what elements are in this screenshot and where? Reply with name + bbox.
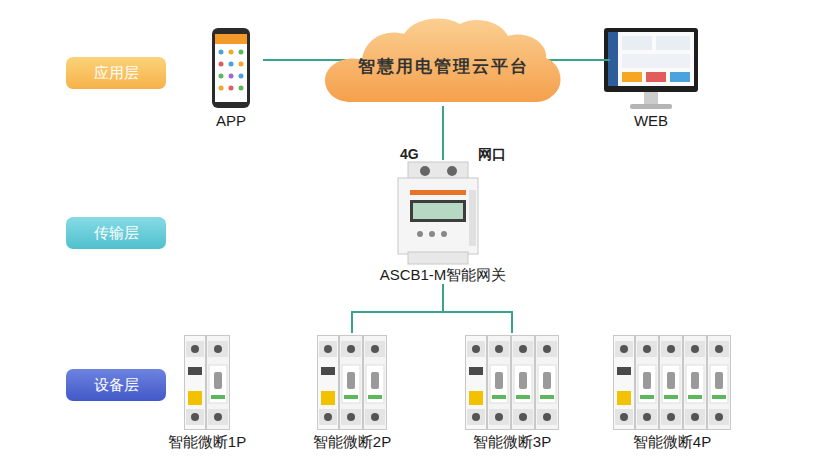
app-icon [239,74,244,79]
picture-space [199,26,263,112]
picture-space [610,333,734,433]
breaker-pole [708,336,731,430]
smart-module [185,336,206,430]
breaker-node: 智能微断4P [610,333,734,451]
picture-space [290,333,414,433]
breaker-pole [364,336,387,430]
breaker-pole [488,336,511,430]
phone-screen [215,34,247,102]
smart-module [466,336,487,430]
app-icon [229,86,234,91]
screen-panel [622,72,642,82]
screen-panel [622,36,652,50]
device-name: ASCB1-M智能网关 [363,266,523,284]
brand-strip [410,190,466,195]
gateway-body [398,178,478,254]
breaker-4p-picture [614,336,731,430]
display-frame [410,200,466,222]
breaker-pole [512,336,535,430]
monitor-screen [608,32,694,86]
breaker-2p-picture [318,336,387,430]
monitor-base [630,104,672,109]
picture-space [145,333,269,433]
app-icon [219,50,224,55]
device-name: 智能微断2P [290,433,414,451]
terminal-screw [447,166,457,176]
breaker-node: 智能微断2P [290,333,414,451]
app-icon [239,62,244,67]
web-node: WEB [601,26,701,130]
layer-name: 传输层 [94,224,139,242]
picture-space [363,160,523,266]
screen-panel [646,72,666,82]
terminal-block [408,252,468,264]
cloud-shape [325,19,561,102]
screen-panel [670,72,690,82]
breaker-pole [536,336,559,430]
display-screen [413,203,463,219]
picture-space [450,333,574,433]
side-rail [469,190,476,246]
smart-module [614,336,635,430]
screen-panel [622,54,690,68]
breaker-node: 智能微断1P [145,333,269,451]
port-label: 4G [400,146,419,162]
device-name: 智能微断3P [450,433,574,451]
phone-picture [212,28,250,108]
layer-pill: 应用层 [66,57,166,89]
cloud-platform: 智慧用电管理云平台 [322,14,564,106]
layer-name: 应用层 [94,64,139,82]
layer-name: 设备层 [94,376,139,394]
button [417,231,423,237]
gateway-picture [398,162,478,264]
breaker-node: 智能微断3P [450,333,574,451]
port-label: 网口 [478,146,506,164]
terminal-screw [420,166,430,176]
phone-header [215,34,247,44]
phone-body [212,28,250,108]
app-icon [219,86,224,91]
breaker-pole [684,336,707,430]
breaker-3p-picture [466,336,559,430]
monitor-picture [604,28,698,109]
device-name: 智能微断1P [145,433,269,451]
button [429,231,435,237]
device-name: WEB [601,112,701,130]
app-icon [229,74,234,79]
connector-line [352,284,443,333]
device-name: 智能微断4P [610,433,734,451]
app-node: APP [199,26,263,130]
terminal-block [408,162,468,180]
app-icon [219,74,224,79]
connector-line [442,106,444,160]
breaker-1p-picture [185,336,230,430]
layer-pill: 传输层 [66,217,166,249]
platform-name: 智慧用电管理云平台 [358,57,529,77]
gateway-node: ASCB1-M智能网关 [363,160,523,284]
breaker-pole [207,336,230,430]
picture-space [601,26,701,112]
device-name: APP [199,112,263,130]
app-icon [219,62,224,67]
button [441,231,447,237]
screen-panel [656,36,690,50]
breaker-pole [340,336,363,430]
app-icon [229,62,234,67]
app-icon [239,50,244,55]
smart-module [318,336,339,430]
monitor-bezel [604,28,698,92]
app-icon [239,86,244,91]
breaker-pole [660,336,683,430]
app-icon [229,50,234,55]
monitor-neck [644,92,658,104]
connector-line [443,284,512,333]
breaker-pole [636,336,659,430]
layer-pill: 设备层 [66,369,166,401]
